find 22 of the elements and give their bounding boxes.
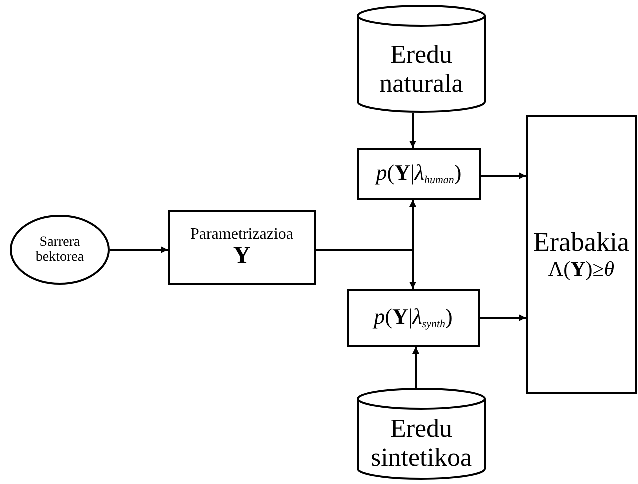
symbol-label: Y — [233, 243, 251, 270]
input-ellipse — [10, 215, 110, 285]
process-box — [347, 289, 480, 347]
formula: p(Y|λ$_{human}$) — [376, 161, 462, 187]
arrow — [316, 249, 416, 289]
process-box — [168, 210, 316, 285]
arrow — [410, 113, 416, 148]
node-label: Erabakia — [534, 228, 630, 258]
arrow — [480, 314, 526, 322]
formula: Λ(Y)≥θ — [548, 258, 615, 281]
process-box — [526, 115, 637, 394]
process-box — [357, 148, 481, 200]
database-cylinder — [357, 388, 486, 480]
formula: p(Y|λ$_{synth}$) — [374, 305, 453, 331]
database-cylinder — [357, 5, 486, 113]
arrow — [110, 246, 168, 254]
node-label: Parametrizazioa — [190, 226, 294, 244]
node-label: Sarrera bektorea — [34, 234, 86, 266]
arrow — [412, 347, 420, 388]
arrow — [481, 172, 526, 180]
node-label: Eredu naturala — [378, 41, 464, 99]
node-label: Eredu sintetikoa — [370, 415, 474, 473]
